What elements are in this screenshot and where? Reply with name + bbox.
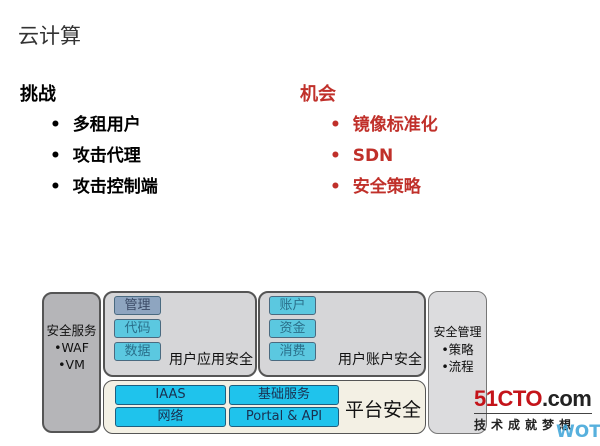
list-item: • 镜像标准化 [330,115,438,135]
slide-title: 云计算 [18,24,81,48]
chip-code: 代码 [114,319,161,338]
51cto-logo: 51CTO.com 技术成就梦想 WOT [474,386,600,442]
chip-network: 网络 [115,407,226,427]
chip-data: 数据 [114,342,161,361]
list-item: • SDN [330,146,394,166]
platform-security-box: IAAS 基础服务 网络 Portal & API 平台安全 [103,380,426,434]
list-item: • 多租用户 [50,115,141,135]
opportunities-list: • 镜像标准化 • SDN • 安全策略 [330,110,438,203]
security-management-item: •策略 [441,342,474,357]
security-management-item: •流程 [441,359,474,374]
challenges-heading: 挑战 [20,84,56,105]
security-management-box: 安全管理 •策略 •流程 [428,291,487,434]
list-item: • 攻击代理 [50,146,141,166]
chip-manage: 管理 [114,296,161,315]
chip-basic-services: 基础服务 [229,385,339,405]
wot-badge: WOT [556,422,600,442]
list-item: • 攻击控制端 [50,177,158,197]
chip-account: 账户 [269,296,316,315]
chip-funds: 资金 [269,319,316,338]
user-app-security-box: 管理 代码 数据 用户应用安全 [103,291,257,377]
security-management-title: 安全管理 [433,325,482,339]
challenges-list: • 多租用户 • 攻击代理 • 攻击控制端 [50,110,158,203]
user-account-security-label: 用户账户安全 [338,352,422,368]
opportunities-heading: 机会 [300,84,336,105]
chip-iaas: IAAS [115,385,226,405]
security-service-item: •WAF [54,340,89,355]
security-service-box: 安全服务 •WAF •VM [42,292,101,433]
logo-slogan: 技术成就梦想 [474,418,577,432]
chip-consumption: 消费 [269,342,316,361]
security-service-title: 安全服务 [46,323,97,338]
logo-brand: 51CTO.com [474,386,592,411]
list-item: • 安全策略 [330,177,421,197]
chip-portal-api: Portal & API [229,407,339,427]
platform-security-label: 平台安全 [345,399,422,421]
user-app-security-label: 用户应用安全 [169,352,253,368]
user-account-security-box: 账户 资金 消费 用户账户安全 [258,291,426,377]
security-service-item: •VM [58,357,85,372]
